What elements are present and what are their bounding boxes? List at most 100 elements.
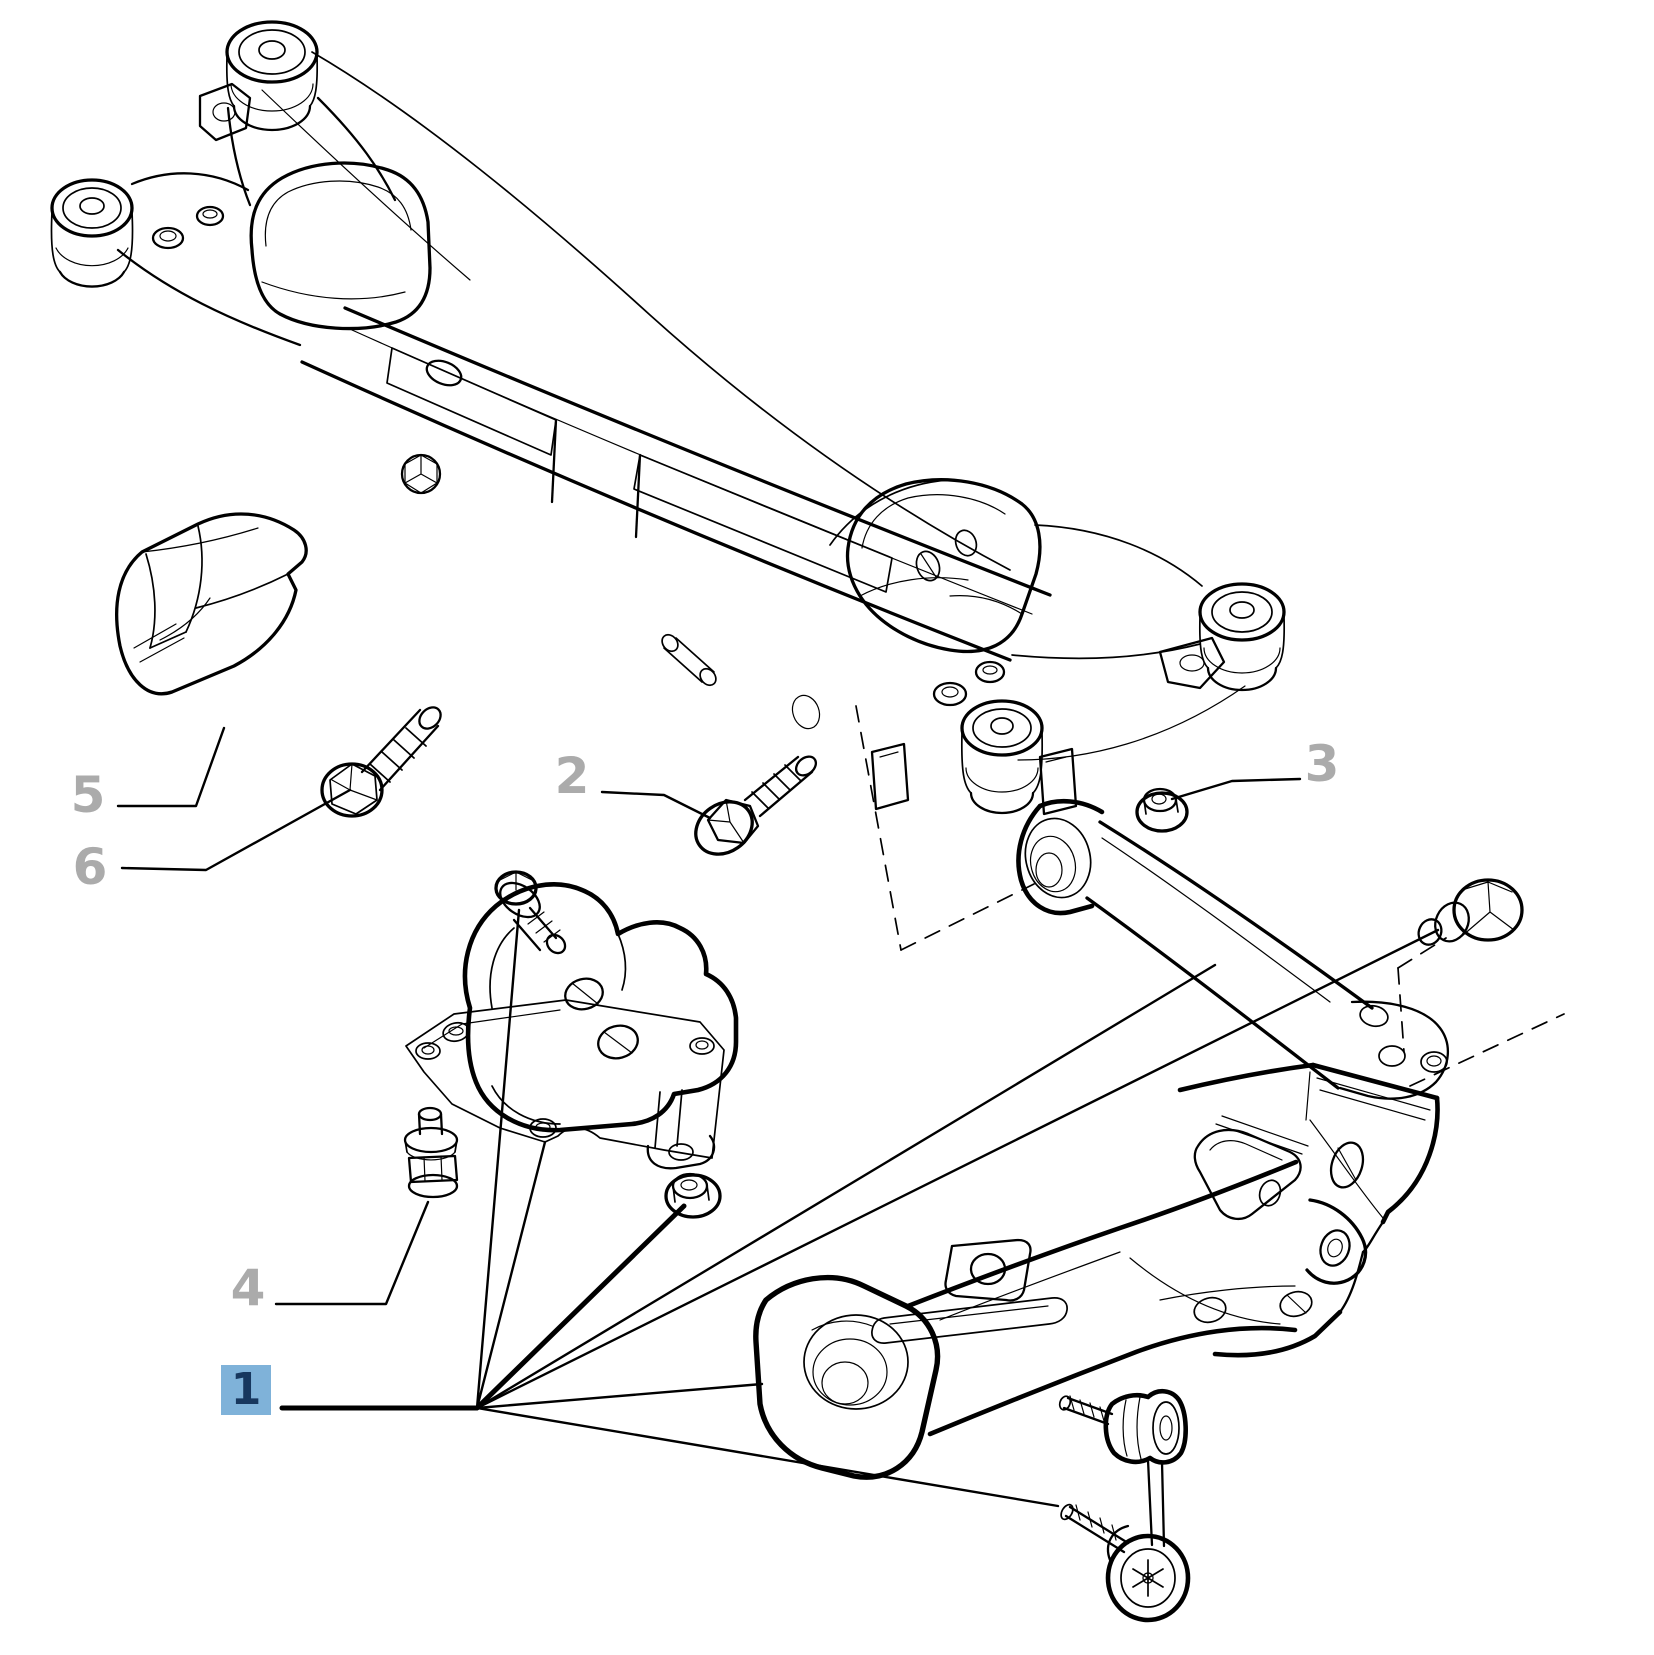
- kit-nut-part: [664, 1172, 722, 1219]
- detail-line: [232, 104, 312, 132]
- detail-line: [960, 731, 972, 794]
- callout-4-leader: [274, 1200, 430, 1306]
- eye-ring: [1024, 817, 1092, 899]
- callout-6[interactable]: 6: [73, 838, 108, 896]
- lateral-arm-part: [1016, 798, 1449, 1100]
- arm-bottom-edge: [1085, 896, 1340, 1090]
- bushing-mid-ring: [62, 187, 122, 229]
- detail-line: [1338, 1250, 1365, 1314]
- subframe-ear-tab: [198, 82, 252, 142]
- detail-line: [699, 667, 717, 687]
- clamp-hole: [969, 1252, 1007, 1286]
- mount-tab-right: [1038, 747, 1078, 816]
- bracket-hole: [954, 529, 978, 557]
- callout-1-fan-trailing-arm: [475, 1382, 764, 1410]
- callout-5-leader: [116, 726, 226, 808]
- arm-top-edge: [1098, 820, 1374, 1010]
- arm-eye-housing: [1016, 803, 1095, 916]
- callout-1[interactable]: 1: [231, 1364, 262, 1415]
- detail-line: [261, 89, 471, 281]
- detail-line: [195, 573, 289, 609]
- detail-line: [1397, 967, 1405, 1053]
- detail-line: [939, 1251, 1121, 1321]
- detail-line: [974, 660, 1006, 684]
- callout-4[interactable]: 4: [231, 1259, 266, 1317]
- knuckle-small-hole: [1258, 1179, 1282, 1207]
- detail-line: [1159, 1285, 1296, 1301]
- detail-line: [1142, 1572, 1154, 1584]
- detail-line: [489, 927, 515, 1009]
- callout-1-fan-nut: [474, 1203, 687, 1411]
- arm-end-plate: [1338, 1000, 1449, 1100]
- detail-line: [198, 82, 252, 142]
- bolt-6-part: [320, 706, 442, 818]
- bolt-threads: [369, 727, 427, 783]
- beam-hole: [425, 359, 463, 387]
- subframe-bushing-right: [1198, 582, 1286, 692]
- knuckle-foot-hole: [1279, 1290, 1313, 1318]
- detail-line: [1409, 1013, 1565, 1087]
- detail-line: [1275, 615, 1286, 669]
- detail-line: [225, 55, 235, 107]
- bolt-tip: [1417, 918, 1443, 946]
- tab-hole: [1179, 654, 1205, 672]
- mount-foot: [646, 1134, 716, 1170]
- callout-3-leader: [1170, 777, 1302, 801]
- plate-hole: [689, 1037, 715, 1055]
- detail-line: [202, 209, 218, 219]
- detail-line: [812, 1338, 888, 1406]
- beam-panel-2: [633, 454, 893, 593]
- detail-line: [1215, 1115, 1309, 1155]
- bushing-center-hole: [990, 717, 1014, 735]
- bolt-threads: [751, 764, 802, 809]
- subframe-bracket-left: [226, 96, 432, 331]
- detail-line: [141, 527, 259, 553]
- mount-bracket-part: [405, 882, 739, 1170]
- trailing-bushing-housing: [753, 1274, 941, 1480]
- callout-1-fan-lateral-arm: [475, 963, 1217, 1410]
- detail-line: [1029, 835, 1077, 893]
- callout-6-leader: [120, 788, 352, 872]
- link-bottom-bolt-head: [1105, 1533, 1191, 1623]
- bushing-outer-ring: [50, 178, 134, 238]
- detail-line: [965, 767, 1039, 793]
- knuckle-foot-hole: [1193, 1296, 1227, 1324]
- detail-line: [707, 799, 745, 844]
- detail-line: [149, 631, 187, 649]
- detail-line: [932, 681, 968, 707]
- detail-line: [151, 226, 185, 250]
- stud-tip: [417, 1106, 443, 1122]
- foot-hole: [668, 1143, 694, 1161]
- mount-leg: [654, 1089, 683, 1149]
- detail-line: [145, 553, 156, 649]
- detail-line: [855, 705, 902, 951]
- bump-stop-outline: [115, 512, 308, 696]
- assembly-guide-lines: [855, 705, 1565, 1087]
- detail-line: [55, 247, 129, 267]
- detail-line: [603, 1031, 633, 1054]
- detail-line: [1120, 1548, 1176, 1608]
- alignment-pin: [663, 637, 715, 683]
- detail-line: [571, 982, 599, 1005]
- lateral-arm-bolt-part: [1417, 878, 1524, 946]
- callout-5[interactable]: 5: [71, 766, 106, 824]
- detail-line: [159, 597, 211, 641]
- subframe-studs: [151, 205, 1006, 707]
- bolt-shaft: [512, 906, 558, 952]
- callout-2[interactable]: 2: [555, 747, 590, 805]
- detail-line: [861, 494, 1006, 549]
- bushing-mid-ring: [972, 708, 1032, 748]
- detail-line: [829, 479, 949, 546]
- detail-line: [261, 281, 406, 300]
- stud-hex: [407, 1154, 459, 1184]
- detail-line: [491, 1085, 561, 1125]
- detail-line: [1101, 837, 1331, 1003]
- trailing-arm-top-edge: [905, 1159, 1299, 1309]
- callout-1-highlight-box[interactable]: [221, 1365, 271, 1415]
- callout-1-fan-arm-bolt: [475, 928, 1440, 1410]
- callout-3[interactable]: 3: [1305, 735, 1340, 793]
- detail-line: [941, 686, 959, 698]
- bolt-2-part: [694, 755, 818, 856]
- callout-1-fan-stab-link: [475, 1406, 1060, 1508]
- bolt-collar: [1434, 901, 1470, 943]
